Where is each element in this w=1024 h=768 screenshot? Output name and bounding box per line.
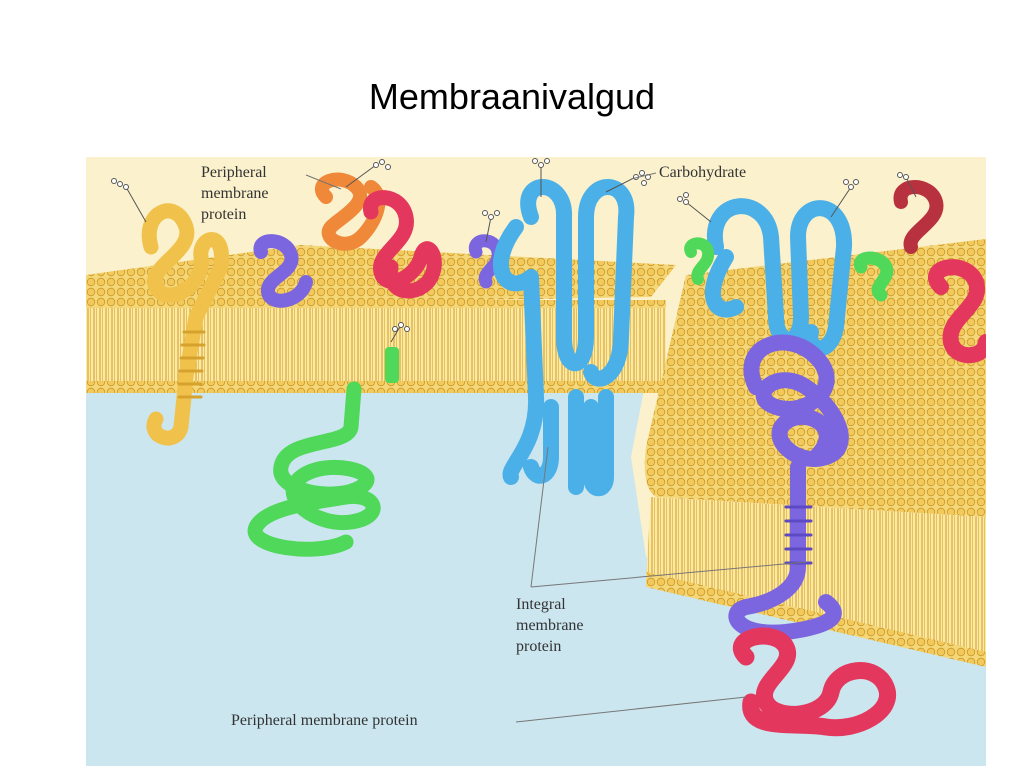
membrane-protein-diagram: Peripheral membrane protein Carbohydrate… (86, 157, 986, 766)
carbohydrate-chain (897, 172, 917, 198)
carbohydrate-chain (482, 210, 500, 243)
leader-peripheral-bottom (515, 696, 747, 723)
carbohydrate-chains (111, 158, 917, 343)
purple-integral-protein (728, 334, 849, 641)
orange-peripheral-protein (315, 172, 386, 251)
yellow-integral-protein (141, 203, 230, 446)
carbohydrate-chain (605, 170, 651, 193)
leader-carbohydrate (630, 172, 657, 180)
leader-peripheral-top (305, 174, 342, 190)
label-peripheral-bottom: Peripheral membrane protein (231, 712, 418, 729)
label-integral-line3: protein (516, 638, 561, 655)
pink-peripheral-protein-right (928, 259, 986, 364)
carbohydrate-chain (111, 178, 147, 223)
leader-integral-1 (530, 446, 549, 588)
label-integral-line1: Integral (516, 596, 566, 613)
label-carbohydrate: Carbohydrate (659, 164, 746, 181)
green-peripheral-protein-right (853, 251, 894, 302)
green-peripheral-protein (247, 381, 381, 557)
leader-integral-2 (530, 561, 807, 588)
carbohydrate-chain (345, 159, 391, 188)
carbohydrate-chain (532, 158, 550, 197)
dark-red-peripheral-protein (893, 180, 944, 254)
red-anchored-peripheral-protein (363, 190, 442, 383)
label-peripheral-top-line1: Peripheral (201, 164, 267, 181)
carbohydrate-chain (830, 179, 859, 218)
red-peripheral-protein-bottom (733, 627, 896, 737)
blue-integral-protein-center (492, 179, 635, 497)
carbohydrate-chain (390, 322, 410, 343)
diagram-labels: Peripheral membrane protein Carbohydrate… (201, 164, 746, 729)
blue-integral-protein-right (704, 198, 852, 357)
label-peripheral-top-line3: protein (201, 206, 246, 223)
green-peripheral-protein-center (684, 237, 715, 285)
label-integral-line2: membrane (516, 617, 584, 634)
purple-peripheral-protein (253, 234, 313, 308)
slide-title: Membraanivalgud (368, 76, 656, 117)
carbohydrate-chain (677, 192, 712, 223)
label-peripheral-top-line2: membrane (201, 185, 269, 202)
leader-lines (305, 172, 807, 723)
